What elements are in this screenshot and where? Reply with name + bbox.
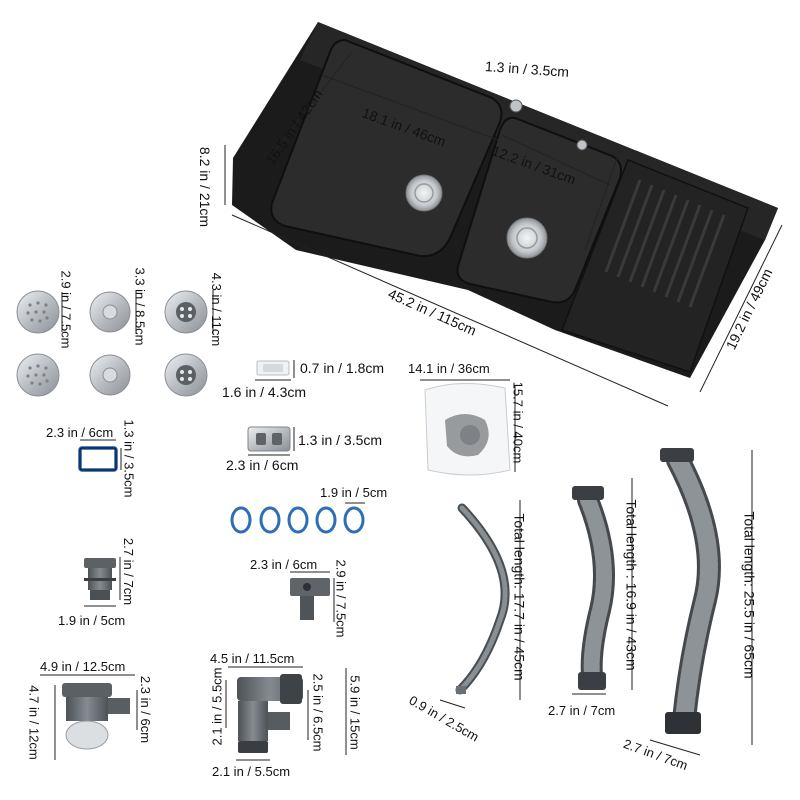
adapter-fitting-icon [84,558,116,600]
trap-outlet-label: 2.3 in / 6cm [138,675,154,744]
hose1-length-label: Total length: 17.7 in / 45cm [511,513,528,681]
overflow-cap-width-label: 1.6 in / 4.3cm [222,384,307,400]
bag-width-label: 14.1 in / 36cm [408,361,490,376]
strainer-small-label: 2.9 in / 7.5cm [58,270,74,349]
rubber-ring-icon [230,506,365,534]
hose2-length-label: Total length : 16.9 in / 43cm [623,499,640,671]
overflow-plate-height-label: 1.3 in / 3.5cm [298,432,383,448]
overflow-cover-icon [256,360,290,376]
tee-inner-label: 2.5 in / 6.5cm [310,673,326,752]
strainer-large-label: 4.3 in / 11cm [209,272,225,347]
hose3-length-label: Total length: 25.5 in / 65cm [741,511,758,679]
ring-diameter-label: 1.9 in / 5cm [320,485,388,500]
hose-icon [455,448,721,732]
gasket-width-label: 2.3 in / 6cm [46,425,114,440]
gasket-icon [78,446,118,472]
overflow-plate-width-label: 2.3 in / 6cm [226,457,299,473]
overflow-cap-height-label: 0.7 in / 1.8cm [300,360,385,376]
t-connector-icon [290,578,330,620]
tee-base-label: 2.1 in / 5.5cm [212,764,291,779]
strainer-medium-label: 3.3 in / 8.5cm [132,267,148,346]
bowl-depth-label: 8.2 in / 21cm [197,146,214,228]
tee-height-label: 5.9 in / 15cm [347,675,363,750]
hose2-end-label: 2.7 in / 7cm [548,703,616,718]
bag-height-label: 15.7 in / 40cm [510,381,526,464]
sink-icon [232,22,778,378]
t-connector-width-label: 2.3 in / 6cm [250,557,318,572]
trap-height-label: 4.7 in / 12cm [26,685,42,760]
tee-width-label: 4.5 in / 11.5cm [210,651,295,666]
hose-fittings [456,448,701,734]
strainer-icon [16,290,208,397]
drain-trap-icon [62,683,130,750]
overflow-plate-icon [247,426,291,452]
adapter-width-label: 1.9 in / 5cm [58,613,126,628]
drain-tee-icon [237,674,303,753]
t-connector-height-label: 2.9 in / 7.5cm [333,559,349,638]
sink-dimension-lines [224,51,783,407]
adapter-height-label: 2.7 in / 7cm [121,537,137,606]
gasket-height-label: 1.3 in / 3.5cm [121,419,137,498]
trap-width-label: 4.9 in / 12.5cm [40,659,126,674]
tee-branch-label: 2.1 in / 5.5cm [209,667,225,746]
bag-icon [424,383,511,476]
